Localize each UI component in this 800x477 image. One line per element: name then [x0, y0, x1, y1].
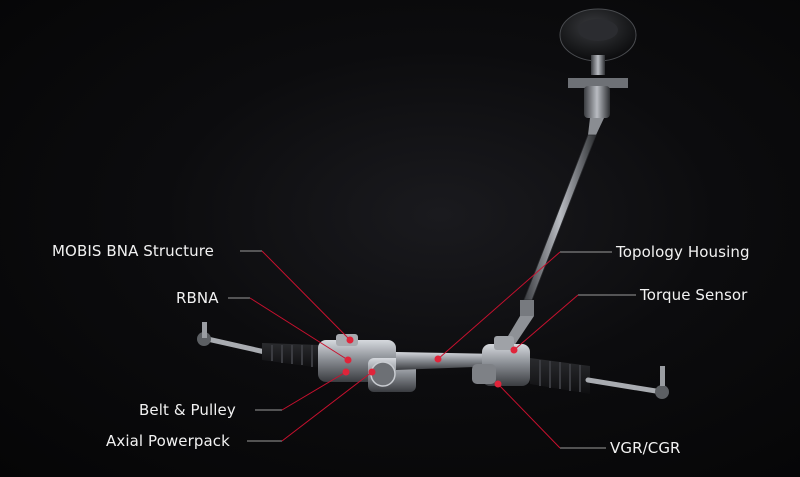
dot-topology-housing	[434, 355, 442, 363]
callout-vgr-cgr	[497, 383, 561, 449]
dot-mobis-bna	[346, 336, 354, 344]
callout-topology-housing	[437, 251, 561, 360]
label-axial-powerpack: Axial Powerpack	[106, 432, 230, 450]
callout-torque-sensor	[513, 294, 579, 351]
dot-vgr-cgr	[494, 380, 502, 388]
callout-mobis-bna	[261, 250, 351, 341]
label-mobis-bna-structure: MOBIS BNA Structure	[52, 242, 214, 260]
callout-rbna	[249, 297, 349, 361]
callout-dots	[342, 336, 518, 388]
dot-rbna	[344, 356, 352, 364]
callout-belt-pulley	[281, 371, 347, 411]
label-vgr-cgr: VGR/CGR	[610, 439, 681, 457]
dot-belt-pulley	[342, 368, 350, 376]
label-topology-housing: Topology Housing	[616, 243, 750, 261]
callout-axial-powerpack	[281, 371, 373, 442]
label-belt-pulley: Belt & Pulley	[139, 401, 236, 419]
steering-wheel-hub	[559, 8, 637, 88]
callout-lines	[228, 250, 636, 449]
label-rbna: RBNA	[176, 289, 219, 307]
dot-axial-powerpack	[368, 368, 376, 376]
steering-column	[502, 86, 610, 346]
label-torque-sensor: Torque Sensor	[640, 286, 748, 304]
dot-torque-sensor	[510, 346, 518, 354]
steering-rack	[197, 322, 669, 399]
